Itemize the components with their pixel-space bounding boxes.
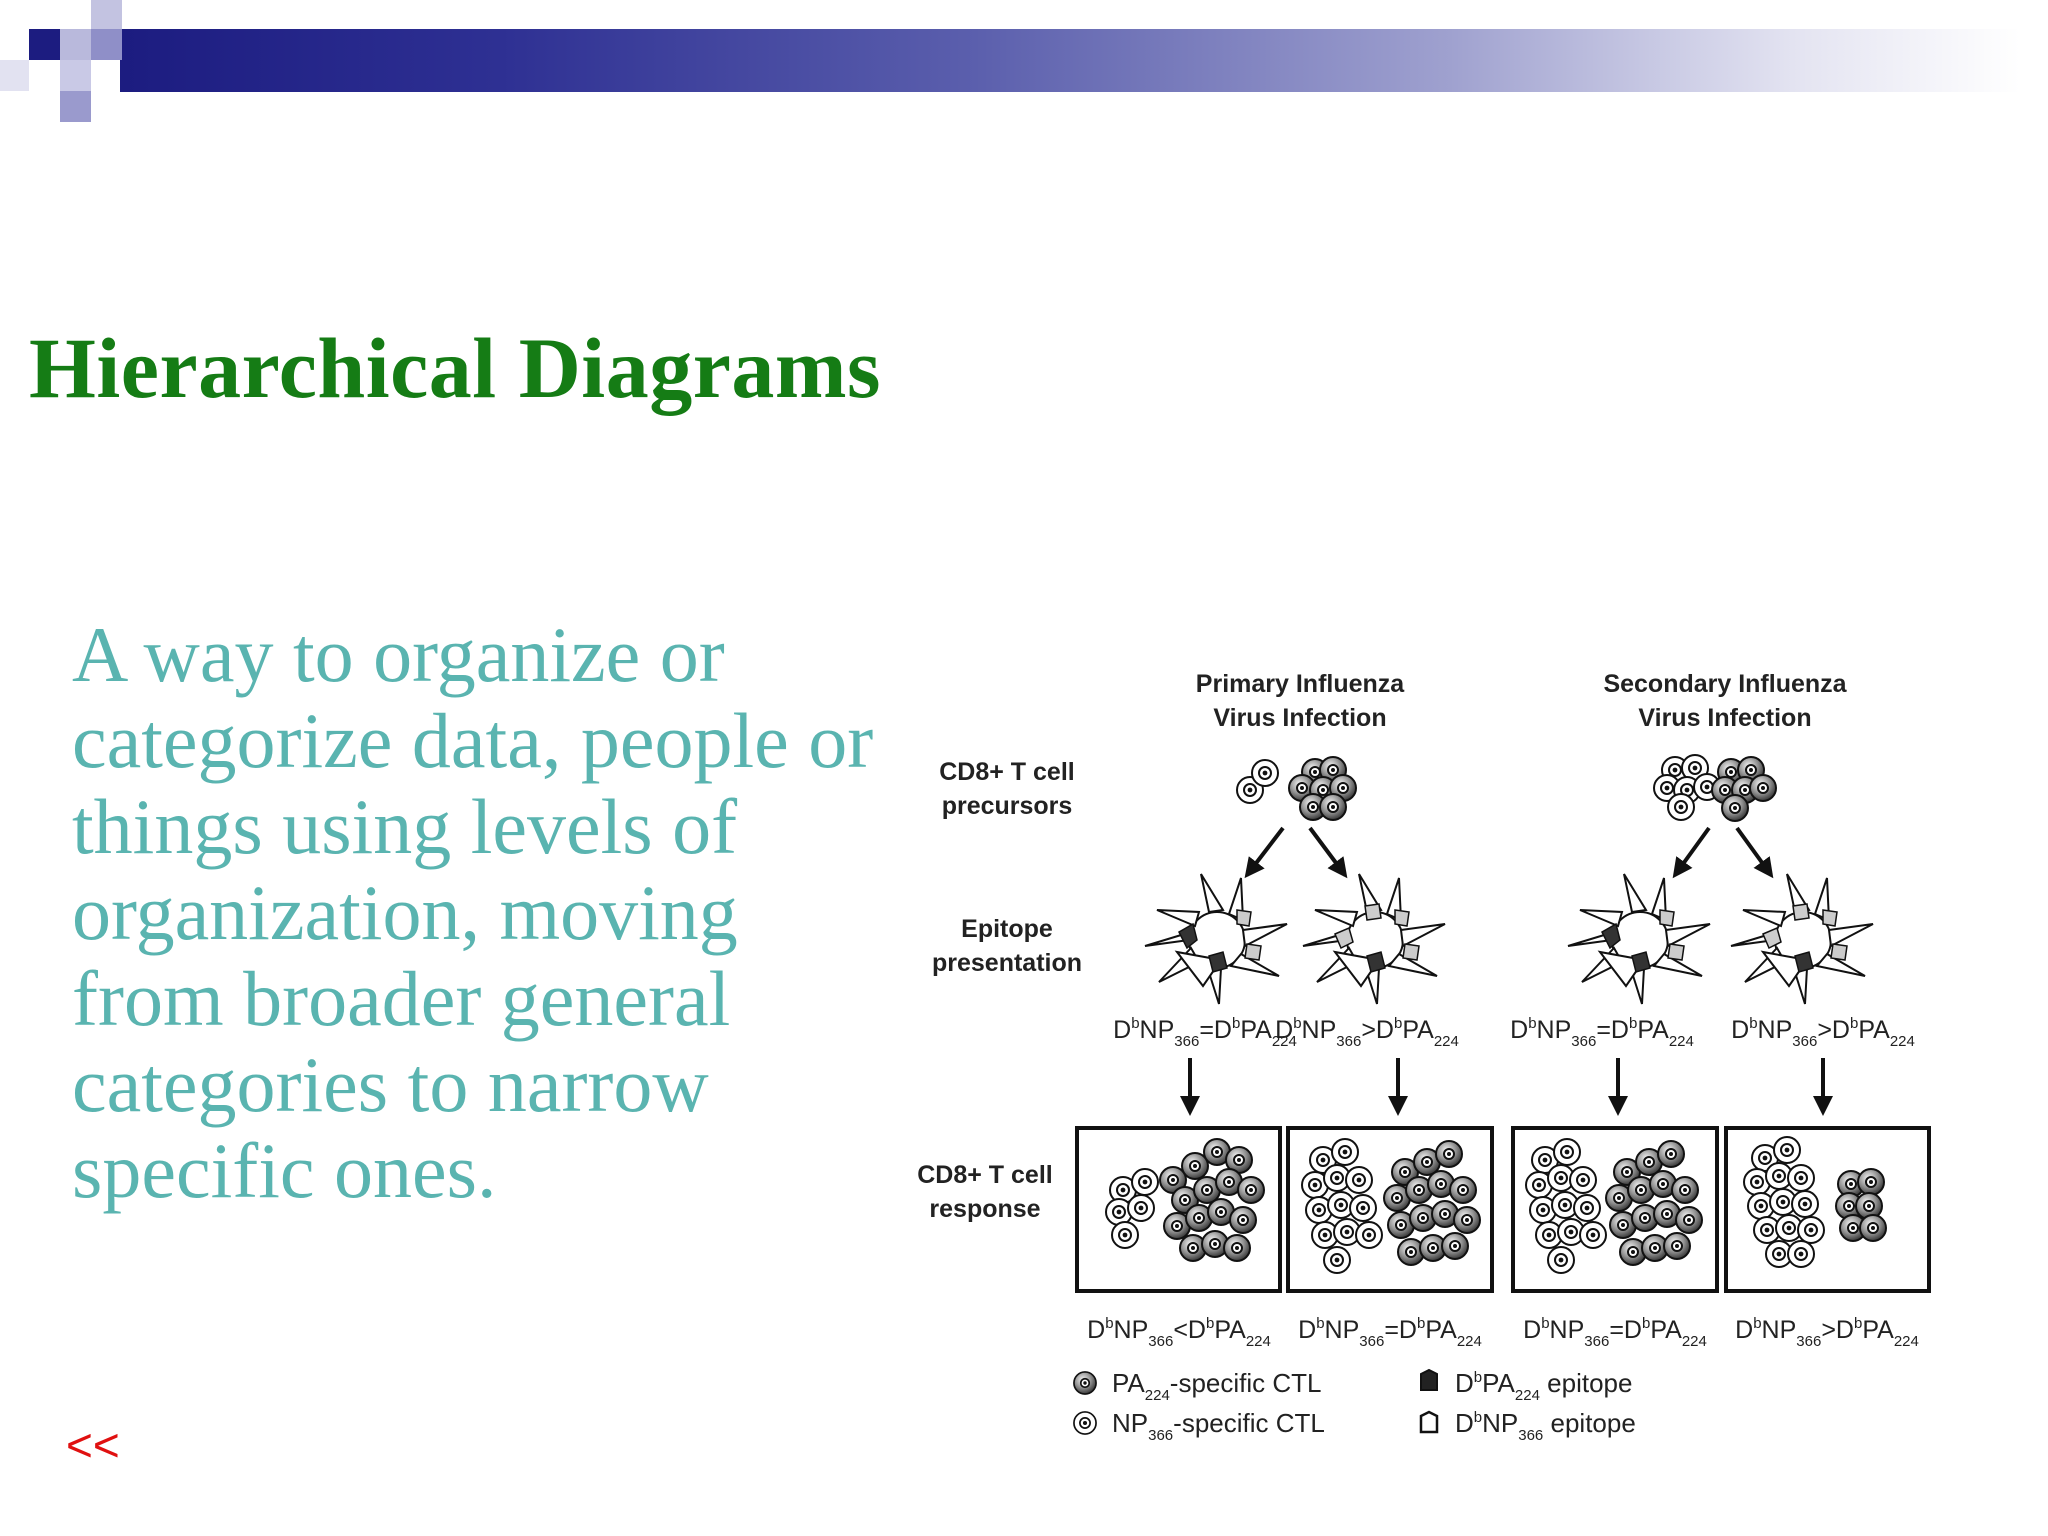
slide-title: Hierarchical Diagrams: [29, 320, 881, 416]
previous-slide-link[interactable]: <<: [66, 1419, 120, 1471]
header-square-dark: [29, 29, 60, 60]
legend-np-cell-icon: [1073, 1411, 1097, 1435]
row-label-precursors-line2: precursors: [942, 792, 1073, 820]
legend-pa-specific-ctl: PA224-specific CTL: [1112, 1368, 1322, 1404]
legend: PA224-specific CTL NP366-specific CTL Db…: [1073, 1368, 1636, 1444]
response-ratio-4: DbNP366>DbPA224: [1735, 1315, 1919, 1350]
apc-cell-2: [1302, 873, 1446, 1005]
column-header-secondary-line2: Virus Infection: [1638, 704, 1811, 732]
precursor-cluster-secondary: [1653, 754, 1777, 822]
header-square-light: [60, 29, 91, 60]
apc-cell-1: [1144, 873, 1288, 1005]
legend-pa-epitope: DbPA224 epitope: [1455, 1368, 1632, 1404]
column-header-primary-line1: Primary Influenza: [1196, 670, 1405, 698]
slide-body-text: A way to organize or categorize data, pe…: [72, 611, 874, 1214]
legend-np-epitope: DbNP366 epitope: [1455, 1408, 1636, 1444]
response-box-4: [1724, 1126, 1931, 1293]
header-square-medium: [91, 29, 122, 60]
presentation-ratio-1: DbNP366=DbPA224: [1113, 1015, 1297, 1050]
row-label-precursors-line1: CD8+ T cell: [939, 758, 1074, 786]
header-square-faint: [0, 60, 29, 91]
header-square-light: [60, 60, 91, 91]
down-arrows: [1180, 1058, 1833, 1116]
column-header-secondary-line1: Secondary Influenza: [1603, 670, 1847, 698]
presentation-ratio-3: DbNP366=DbPA224: [1510, 1015, 1694, 1050]
response-box-3: [1511, 1126, 1719, 1293]
response-box-1: [1075, 1126, 1282, 1293]
cd8-response-figure: Primary Influenza Virus Infection Second…: [917, 670, 1931, 1444]
branch-arrows: [1244, 826, 1774, 879]
header-square-medium: [60, 91, 91, 122]
apc-cell-3: [1567, 873, 1711, 1005]
legend-np-specific-ctl: NP366-specific CTL: [1112, 1408, 1325, 1444]
header-gradient-bar: [120, 29, 2020, 92]
apc-cell-4: [1730, 873, 1874, 1005]
presentation-ratio-4: DbNP366>DbPA224: [1731, 1015, 1915, 1050]
presentation-ratio-2: DbNP366>DbPA224: [1275, 1015, 1459, 1050]
row-label-presentation-line1: Epitope: [961, 915, 1053, 943]
legend-np-epitope-icon: [1419, 1410, 1439, 1434]
legend-pa-cell-icon: [1073, 1371, 1097, 1395]
response-ratio-1: DbNP366<DbPA224: [1087, 1315, 1271, 1350]
column-header-primary-line2: Virus Infection: [1213, 704, 1386, 732]
legend-pa-epitope-icon: [1420, 1368, 1438, 1391]
precursor-cluster-primary: [1236, 756, 1357, 821]
response-ratio-3: DbNP366=DbPA224: [1523, 1315, 1707, 1350]
row-label-presentation-line2: presentation: [932, 949, 1082, 977]
response-box-2: [1286, 1126, 1494, 1293]
header-square-medium: [91, 0, 122, 29]
row-label-response-line1: CD8+ T cell: [917, 1161, 1052, 1189]
row-label-response-line2: response: [929, 1195, 1040, 1223]
response-ratio-2: DbNP366=DbPA224: [1298, 1315, 1482, 1350]
